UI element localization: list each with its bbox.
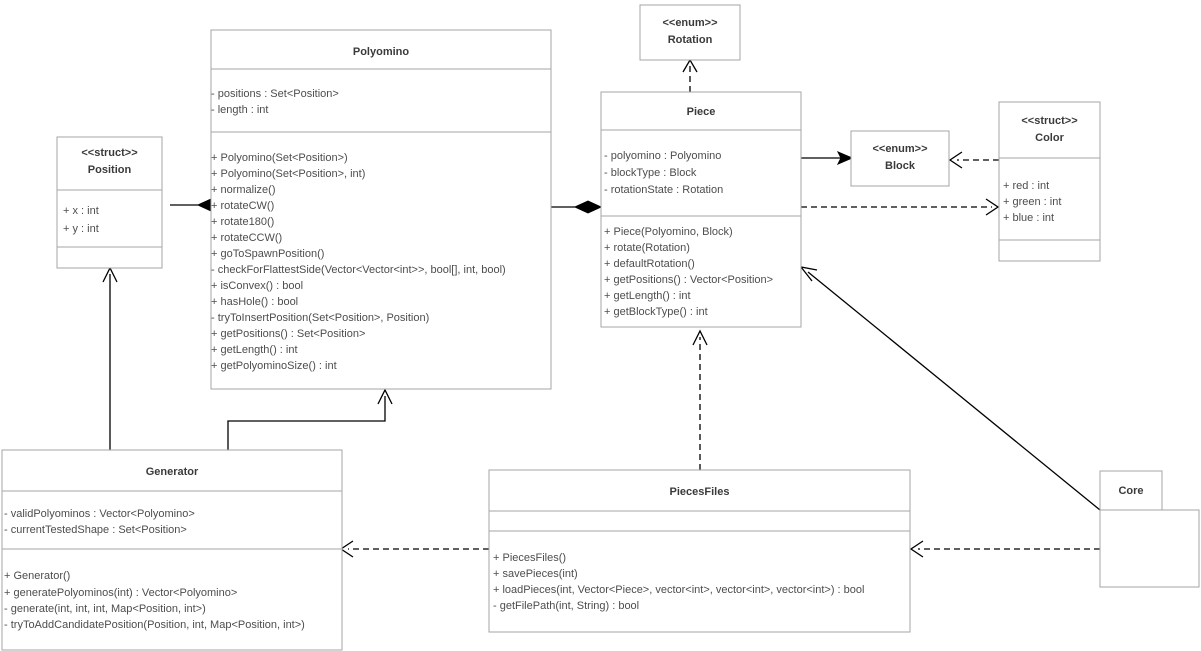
class-stereotype: <<enum>> [872,143,927,155]
class-method: + rotateCCW() [211,232,282,244]
class-attribute: - validPolyominos : Vector<Polyomino> [4,508,195,520]
edge-piecesfiles-generator [339,540,489,558]
class-name: Core [1118,485,1143,497]
edge-piece-rotation [682,58,698,92]
edge-piece-block [801,151,854,165]
class-box-block[interactable]: <<enum>> Block [850,130,950,187]
class-method: - generate(int, int, int, Map<Position, … [4,603,206,615]
class-name: Piece [687,106,716,118]
class-attribute: + blue : int [1003,212,1054,224]
class-method: - tryToInsertPosition(Set<Position>, Pos… [211,312,429,324]
class-method: + getPositions() : Vector<Position> [604,274,773,286]
class-method: + defaultRotation() [604,258,695,270]
class-method: + hasHole() : bool [211,296,298,308]
class-stereotype: <<struct>> [1021,115,1077,127]
class-attribute: - rotationState : Rotation [604,184,723,196]
class-method: + rotateCW() [211,200,274,212]
edge-core-piecesfiles [909,540,1100,558]
class-attribute: + green : int [1003,196,1061,208]
class-method: + isConvex() : bool [211,280,303,292]
class-attribute: + y : int [63,223,99,235]
class-method: + Polyomino(Set<Position>, int) [211,168,365,180]
class-method: + getPolyominoSize() : int [211,360,337,372]
class-box-rotation[interactable]: <<enum>> Rotation [639,4,741,61]
edge-generator-polyomino [227,388,393,450]
class-method: + PiecesFiles() [493,552,566,564]
class-method: + getPositions() : Set<Position> [211,328,365,340]
class-method: + savePieces(int) [493,568,578,580]
class-box-piece[interactable]: Piece - polyomino : Polyomino - blockTyp… [600,91,802,328]
class-box-generator[interactable]: Generator - validPolyominos : Vector<Pol… [1,449,343,651]
class-name: Polyomino [353,46,410,58]
class-attribute: + red : int [1003,180,1049,192]
class-stereotype: <<struct>> [81,147,137,159]
class-box-color[interactable]: <<struct>> Color + red : int + green : i… [998,101,1101,262]
class-method: + getLength() : int [211,344,298,356]
class-attribute: - currentTestedShape : Set<Position> [4,524,187,536]
class-attribute: - length : int [211,104,268,116]
class-method: + Piece(Polyomino, Block) [604,226,733,238]
class-stereotype: <<enum>> [662,17,717,29]
class-method: + generatePolyominos(int) : Vector<Polyo… [4,587,237,599]
class-method: + normalize() [211,184,276,196]
class-name: Position [88,164,132,176]
class-method: + Generator() [4,570,70,582]
edge-color-block [948,151,999,169]
class-name: PiecesFiles [670,486,730,498]
class-method: + loadPieces(int, Vector<Piece>, vector<… [493,584,864,596]
class-method: + getLength() : int [604,290,691,302]
class-attribute: + x : int [63,205,99,217]
class-box-polyomino[interactable]: Polyomino - positions : Set<Position> - … [210,29,552,390]
class-name: Color [1035,132,1064,144]
class-method: + getBlockType() : int [604,306,708,318]
class-box-position[interactable]: <<struct>> Position + x : int + y : int [56,136,163,269]
edge-generator-position [102,266,118,450]
class-attribute: - blockType : Block [604,167,697,179]
edge-layer [102,58,1101,558]
class-method: - checkForFlattestSide(Vector<Vector<int… [211,264,506,276]
class-box-piecesfiles[interactable]: PiecesFiles + PiecesFiles() + savePieces… [488,469,911,633]
class-name: Rotation [668,34,713,46]
class-method: + rotate(Rotation) [604,242,690,254]
edge-piecesfiles-piece [692,329,708,470]
class-name: Generator [146,466,199,478]
class-name: Block [885,160,916,172]
class-attribute: - polyomino : Polyomino [604,150,721,162]
edge-polyomino-piece [551,200,603,214]
class-method: + rotate180() [211,216,274,228]
edge-piece-color [801,198,1000,216]
class-method: - tryToAddCandidatePosition(Position, in… [4,619,305,631]
class-attribute: - positions : Set<Position> [211,88,339,100]
class-method: + goToSpawnPosition() [211,248,324,260]
class-method: - getFilePath(int, String) : bool [493,600,639,612]
class-box-core[interactable]: Core [1099,470,1200,588]
class-method: + Polyomino(Set<Position>) [211,152,348,164]
